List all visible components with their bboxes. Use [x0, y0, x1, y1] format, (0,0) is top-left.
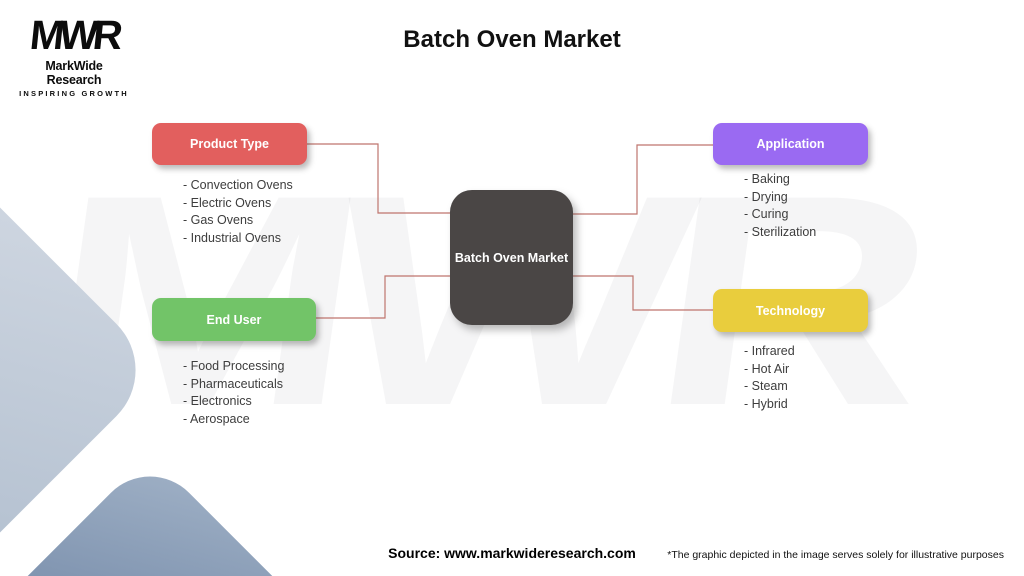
application-item-list: - Baking - Drying - Curing - Sterilizati… [744, 171, 816, 241]
list-item: - Electric Ovens [183, 195, 272, 210]
list-item: - Drying [744, 189, 788, 204]
list-item: - Infrared [744, 344, 795, 358]
disclaimer-note: *The graphic depicted in the image serve… [667, 549, 1004, 561]
product-type-item-list: - Convection Ovens - Electric Ovens - Ga… [183, 177, 293, 247]
node-end-user-label: End User [206, 312, 262, 327]
node-application-label: Application [756, 137, 825, 151]
node-technology: Technology [713, 289, 868, 332]
list-item: - Hot Air [744, 361, 790, 376]
logo-company-name: MarkWide Research [45, 59, 103, 87]
list-item: - Sterilization [744, 224, 817, 239]
node-application: Application [713, 123, 868, 165]
node-product-type: Product Type [152, 123, 307, 165]
node-product-type-label: Product Type [190, 137, 269, 151]
center-node-label: Batch Oven Market [454, 250, 569, 265]
list-item: - Steam [744, 379, 788, 393]
logo-tagline: INSPIRING GROWTH [19, 89, 129, 98]
node-technology-label: Technology [755, 303, 826, 318]
list-item: - Curing [744, 207, 789, 221]
end-user-item-list: - Food Processing - Pharmaceuticals - El… [183, 358, 284, 428]
list-item: - Industrial Ovens [183, 230, 281, 245]
list-item: - Hybrid [744, 396, 788, 411]
page-title: Batch Oven Market [403, 26, 621, 53]
center-node-batch-oven-market: Batch Oven Market [450, 190, 573, 325]
list-item: - Electronics [183, 394, 252, 408]
technology-item-list: - Infrared - Hot Air - Steam - Hybrid [744, 343, 795, 413]
markwide-logo: MWR MarkWide Research INSPIRING GROWTH [18, 12, 130, 98]
node-end-user: End User [152, 298, 316, 341]
list-item: - Convection Ovens [183, 178, 293, 192]
list-item: - Pharmaceuticals [183, 376, 284, 391]
list-item: - Gas Ovens [183, 213, 254, 227]
source-attribution: Source: www.markwideresearch.com [388, 545, 636, 561]
list-item: - Aerospace [183, 411, 250, 426]
list-item: - Food Processing [183, 359, 285, 373]
list-item: - Baking [744, 172, 790, 186]
